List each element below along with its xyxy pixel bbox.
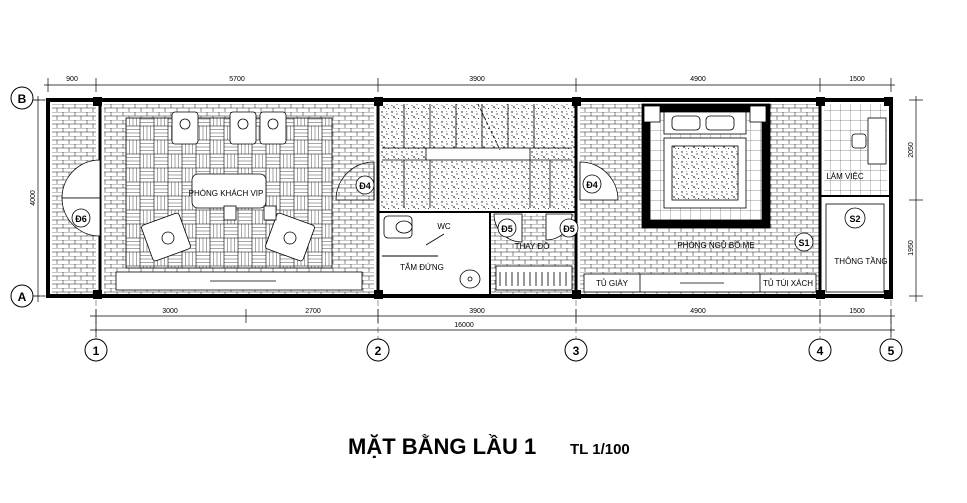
door-tag-d4-left-circle — [355, 175, 375, 195]
dim-bottom-3000: 3000 — [162, 308, 178, 315]
door-tag-d6: Đ6 — [75, 214, 87, 224]
dim-left-4000: 4000 — [30, 190, 37, 206]
door-tag-d4-left: Đ4 — [359, 181, 371, 191]
columns — [93, 97, 893, 299]
door-tag-s1-circle — [794, 232, 814, 252]
study-desk — [851, 117, 887, 165]
top-dimension-line — [44, 78, 895, 92]
axis-bubble-2: 2 — [366, 338, 390, 362]
dim-top-1500: 1500 — [849, 76, 865, 83]
dim-bottom-4900: 4900 — [690, 308, 706, 315]
living-room-seating — [141, 111, 315, 262]
axis-bubble-3: 3 — [564, 338, 588, 362]
living-cabinet — [115, 271, 363, 291]
axis-bubble-4: 4 — [808, 338, 832, 362]
dim-bottom-1500: 1500 — [849, 308, 865, 315]
svg-text:5: 5 — [888, 344, 895, 358]
drawing-scale: TL 1/100 — [570, 441, 630, 458]
door-tag-d5-left-circle — [497, 218, 517, 238]
door-tag-d6-circle — [71, 208, 91, 228]
side-dimension-lines — [31, 96, 923, 302]
dressing-wardrobe — [495, 265, 573, 291]
shoe-cabinet-label: TỦ GIÀY — [596, 279, 629, 288]
bedroom-furniture — [641, 103, 771, 229]
dim-bottom-3900: 3900 — [469, 308, 485, 315]
grid-axis-lines — [34, 99, 892, 342]
door-tag-s2: S2 — [849, 214, 860, 224]
bedroom-cabinets — [583, 273, 817, 293]
axis-bubble-b: B — [10, 86, 34, 110]
dim-top-4900: 4900 — [690, 76, 706, 83]
wc-label: WC — [437, 222, 451, 231]
axis-bubble-a: A — [10, 284, 34, 308]
dim-top-3900: 3900 — [469, 76, 485, 83]
void-label: THÔNG TẦNG — [834, 256, 887, 266]
door-tag-s2-circle — [844, 207, 866, 229]
axis-bubble-1: 1 — [84, 338, 108, 362]
staircase — [382, 103, 572, 208]
bag-cabinet-label: TỦ TÚI XÁCH — [763, 279, 813, 288]
svg-text:2: 2 — [375, 344, 382, 358]
door-tag-s1: S1 — [798, 238, 809, 248]
svg-text:3: 3 — [573, 344, 580, 358]
bottom-dimension-lines — [90, 309, 895, 337]
dim-bottom-total: 16000 — [454, 322, 474, 329]
bedroom-label: PHÒNG NGỦ BỐ MẸ — [677, 240, 754, 250]
dim-right-2050: 2050 — [908, 142, 915, 158]
shower-label: TẮM ĐỨNG — [400, 263, 444, 272]
dim-top-5700: 5700 — [229, 76, 245, 83]
living-room-label: PHÒNG KHÁCH VIP — [189, 189, 264, 198]
door-tag-d5-right: Đ5 — [563, 224, 575, 234]
door-tag-d4-right: Đ4 — [586, 180, 598, 190]
svg-text:B: B — [18, 92, 27, 106]
door-tag-d5-right-circle — [559, 218, 579, 238]
drawing-title: MẶT BẰNG LẦU 1 — [348, 434, 536, 459]
svg-text:1: 1 — [93, 344, 100, 358]
door-tag-d5-left: Đ5 — [501, 224, 513, 234]
wc-fixtures — [383, 215, 481, 289]
axis-bubble-5: 5 — [879, 338, 903, 362]
svg-text:A: A — [18, 290, 27, 304]
dim-bottom-2700: 2700 — [305, 308, 321, 315]
walls — [46, 98, 893, 298]
svg-text:4: 4 — [817, 344, 824, 358]
study-label: LÀM VIỆC — [826, 172, 864, 181]
door-tag-d4-right-circle — [582, 174, 602, 194]
dim-top-900: 900 — [66, 76, 78, 83]
dim-right-1950: 1950 — [908, 240, 915, 256]
dressing-label: THAY ĐỒ — [515, 241, 550, 251]
